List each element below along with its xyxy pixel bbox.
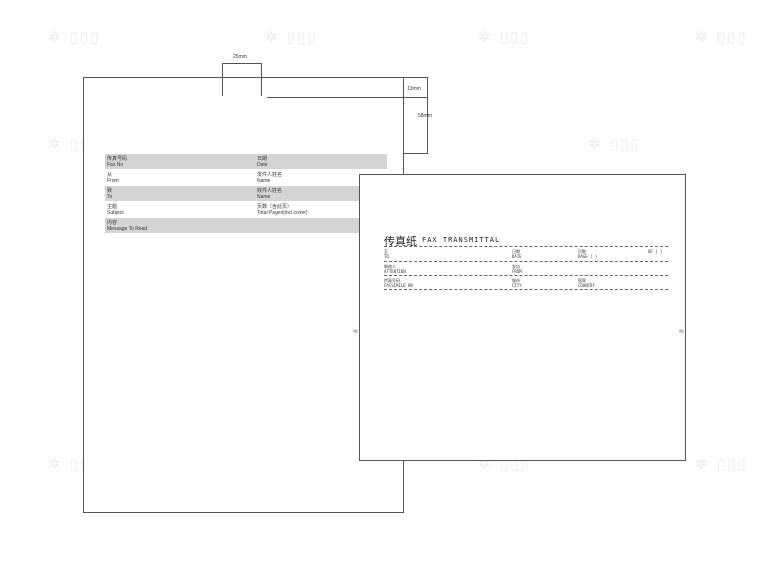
- dimension-line: [222, 63, 262, 64]
- dimension-line: [404, 97, 428, 98]
- dimension-width-label: 25mm: [233, 54, 247, 60]
- label-sender-name-en: Name: [257, 178, 271, 184]
- fax-transmittal-sheet-right: 传真纸 FAX TRANSMITTAL 至 TO 日期 DATE 页数 PAGE…: [359, 174, 686, 461]
- dashed-divider: [384, 289, 668, 290]
- watermark-logo: ✲ ▯▯▯: [265, 28, 318, 46]
- dimension-line: [267, 97, 404, 98]
- form-row-subject: 主题 Subject 页数（含此页） Total Pages(incl.cove…: [105, 202, 387, 217]
- label-date-zh: 日期: [257, 156, 268, 162]
- watermark-logo: ✲ ▯▯▯: [588, 135, 641, 153]
- label-recipient-name-en: Name: [257, 194, 271, 200]
- fax-title-zh: 传真纸: [384, 235, 417, 248]
- watermark-logo: ✲ ▯▯▯: [478, 28, 531, 46]
- watermark-logo: ✲ ▯▯▯: [695, 28, 748, 46]
- field-page-of: OF ( ): [648, 249, 663, 254]
- dashed-divider: [384, 275, 668, 276]
- form-row-from: 从 From 发件人姓名 Name: [105, 170, 387, 185]
- fax-cover-sheet-left: 传真号码 Fax No 日期 Date 从 From 发件人姓名 Name 致 …: [83, 77, 404, 513]
- form-row-to: 致 To 收件人姓名 Name: [105, 186, 387, 201]
- label-to-zh: 致: [107, 188, 113, 194]
- dimension-line: [222, 63, 223, 96]
- dimension-line: [261, 63, 262, 96]
- label-message-en: Message To Read: [107, 226, 148, 232]
- form-row-fax-no: 传真号码 Fax No 日期 Date: [105, 154, 387, 169]
- label-from-zh: 从: [107, 172, 113, 178]
- label-message-zh: 内容: [107, 220, 118, 226]
- field-country: 国家 COUNTRY: [578, 278, 595, 288]
- field-date: 日期 DATE: [512, 249, 522, 259]
- dashed-divider: [384, 261, 668, 262]
- break-mark-right-icon: ≈: [679, 326, 684, 336]
- dimension-line: [404, 153, 428, 154]
- field-page: 页数 PAGE ( ): [578, 249, 598, 259]
- watermark-logo: ✲ ▯▯▯: [695, 455, 748, 473]
- dimension-line: [427, 77, 428, 154]
- label-date-en: Date: [257, 162, 268, 168]
- dimension-top-margin-label: 13mm: [407, 86, 421, 92]
- label-total-pages-en: Total Pages(incl.cover): [257, 210, 308, 216]
- label-from-en: From: [107, 178, 119, 184]
- field-facsimile-no: 传真号码 FACSIMILE NO: [384, 278, 413, 288]
- label-recipient-name-zh: 收件人姓名: [257, 188, 283, 194]
- label-fax-no-zh: 传真号码: [107, 156, 128, 162]
- break-mark-left-icon: ≈: [353, 326, 358, 336]
- field-from: 发自 FROM: [512, 264, 522, 274]
- form-row-message: 内容 Message To Read: [105, 218, 387, 233]
- field-to: 至 TO: [384, 249, 389, 259]
- label-subject-zh: 主题: [107, 204, 118, 210]
- dimension-line: [404, 77, 428, 78]
- fax-title-en: FAX TRANSMITTAL: [422, 236, 501, 244]
- label-total-pages-zh: 页数（含此页）: [257, 204, 293, 210]
- label-subject-en: Subject: [107, 210, 124, 216]
- dimension-header-height-label: 58mm: [418, 113, 432, 119]
- field-city: 城市 CITY: [512, 278, 522, 288]
- dashed-divider: [384, 246, 668, 247]
- label-sender-name-zh: 发件人姓名: [257, 172, 283, 178]
- label-fax-no-en: Fax No: [107, 162, 124, 168]
- field-attention: 联络人 ATTENTION: [384, 264, 406, 274]
- label-to-en: To: [107, 194, 113, 200]
- watermark-logo: ✲ ▯▯▯: [48, 28, 101, 46]
